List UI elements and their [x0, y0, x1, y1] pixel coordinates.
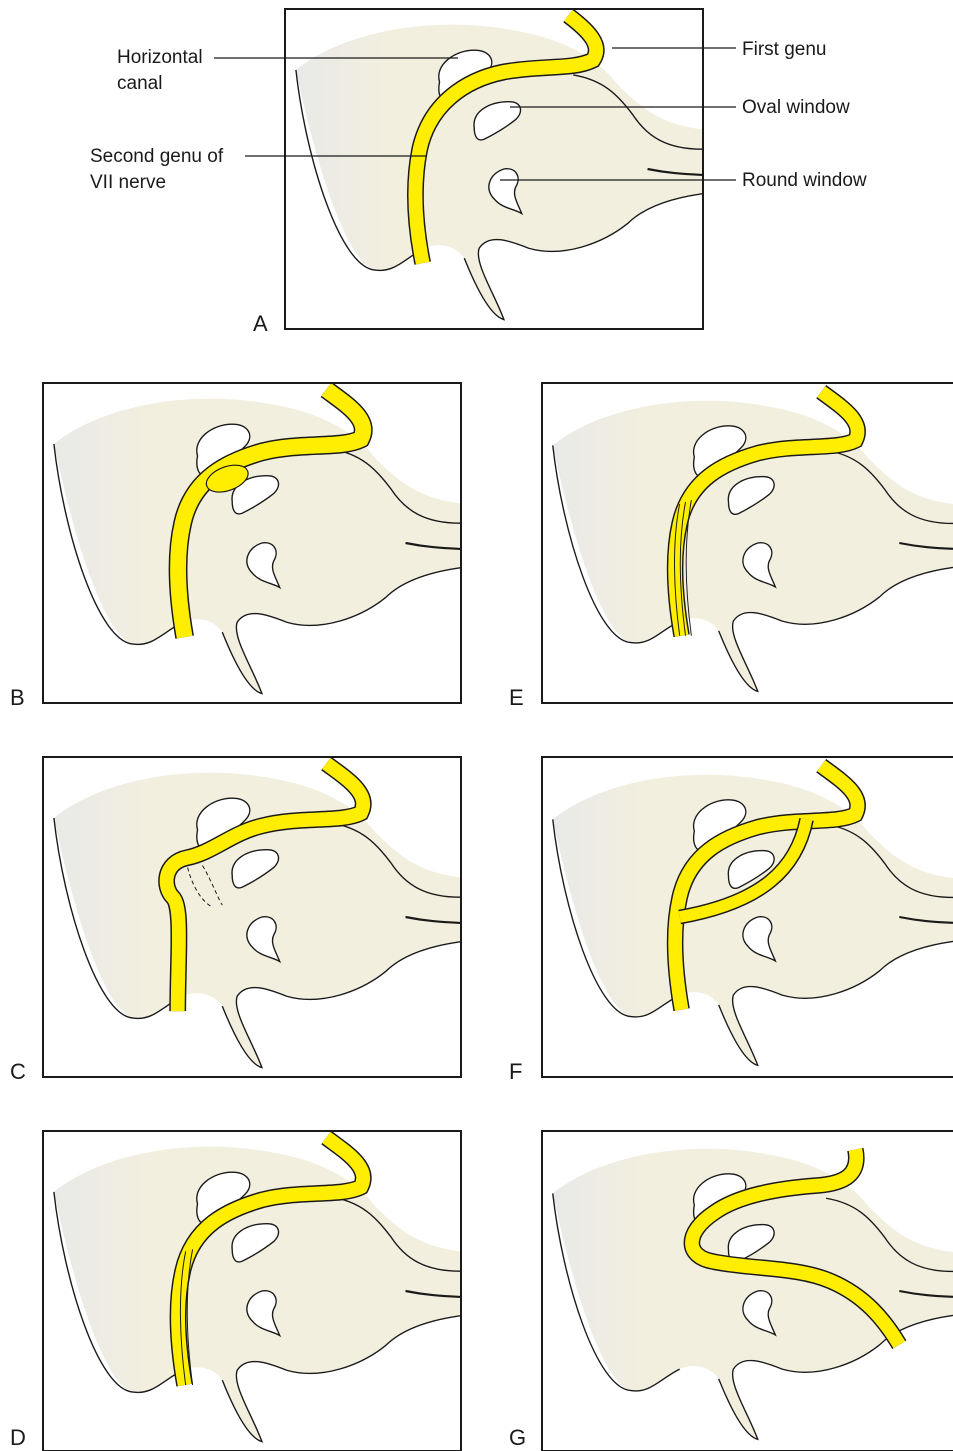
panel-label-e: E: [509, 686, 524, 710]
panel-label-f: F: [509, 1060, 522, 1084]
panel-b: [43, 383, 461, 703]
second-genu-label-line1: Second genu of: [90, 145, 223, 169]
second-genu-label-line2: VII nerve: [90, 171, 166, 195]
horizontal-canal-label-line1: Horizontal: [117, 46, 203, 70]
panel-label-a: A: [253, 312, 268, 336]
panel-g: [542, 1131, 953, 1451]
panel-label-d: D: [10, 1426, 26, 1450]
horizontal-canal-label-line2: canal: [117, 72, 162, 96]
panel-e: [542, 383, 953, 703]
round-window-label: Round window: [742, 169, 867, 193]
panel-label-g: G: [509, 1426, 526, 1450]
panel-label-b: B: [10, 686, 25, 710]
oval-window-label: Oval window: [742, 96, 850, 120]
panel-label-c: C: [10, 1060, 26, 1084]
panel-c: [43, 757, 461, 1077]
panel-a: [214, 9, 736, 329]
panel-d: [43, 1131, 461, 1451]
first-genu-label: First genu: [742, 38, 826, 62]
panel-f: [542, 757, 953, 1077]
